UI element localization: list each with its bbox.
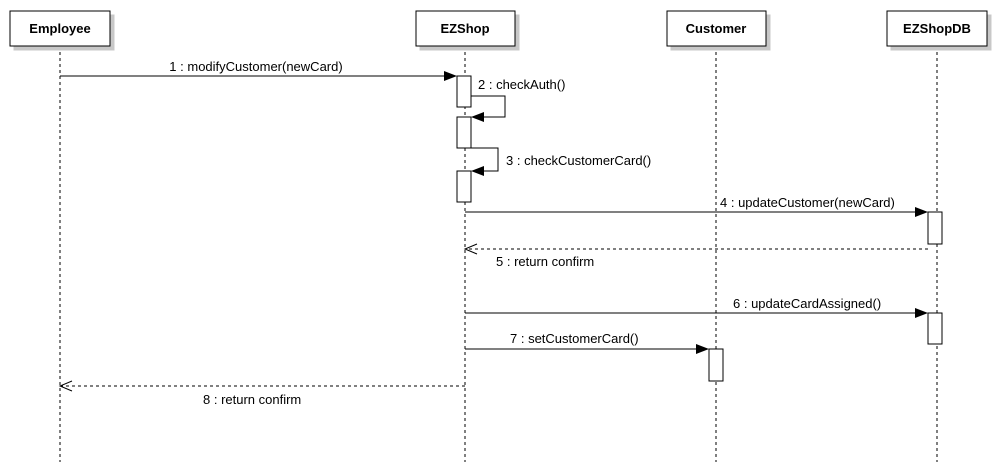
arrowhead-filled (444, 71, 457, 81)
participant-employee[interactable]: Employee (9, 10, 111, 47)
message-4[interactable]: 4 : updateCustomer(newCard) (465, 195, 928, 217)
message-1[interactable]: 1 : modifyCustomer(newCard) (60, 59, 457, 81)
message-5-label: 5 : return confirm (496, 254, 594, 269)
message-7[interactable]: 7 : setCustomerCard() (465, 331, 709, 354)
activation-ezshop-1 (456, 75, 472, 108)
arrowhead-open (463, 243, 478, 255)
message-6-label: 6 : updateCardAssigned() (733, 296, 881, 311)
activation-ezshop-3 (456, 170, 472, 203)
participant-ezshopdb-label: EZShopDB (903, 21, 971, 36)
message-8[interactable]: 8 : return confirm (58, 380, 465, 407)
message-4-label: 4 : updateCustomer(newCard) (720, 195, 895, 210)
activation-ezshopdb-1 (927, 211, 943, 245)
message-3-label: 3 : checkCustomerCard() (506, 153, 651, 168)
participant-customer-label: Customer (686, 21, 747, 36)
participant-ezshopdb[interactable]: EZShopDB (886, 10, 988, 47)
arrowhead-filled (915, 308, 928, 318)
message-2-label: 2 : checkAuth() (478, 77, 565, 92)
message-8-label: 8 : return confirm (203, 392, 301, 407)
arrowhead-filled (915, 207, 928, 217)
message-6[interactable]: 6 : updateCardAssigned() (465, 296, 928, 318)
participant-ezshop[interactable]: EZShop (415, 10, 516, 47)
activations (456, 75, 943, 382)
activation-ezshopdb-2 (927, 312, 943, 345)
message-1-label: 1 : modifyCustomer(newCard) (169, 59, 342, 74)
message-7-label: 7 : setCustomerCard() (510, 331, 639, 346)
message-3[interactable]: 3 : checkCustomerCard() (457, 147, 651, 176)
message-2[interactable]: 2 : checkAuth() (471, 77, 565, 122)
participant-customer[interactable]: Customer (666, 10, 767, 47)
arrowhead-open (58, 380, 73, 392)
arrowhead-filled (696, 344, 709, 354)
participant-ezshop-label: EZShop (440, 21, 489, 36)
message-5[interactable]: 5 : return confirm (463, 243, 928, 269)
arrowhead-filled (471, 112, 484, 122)
participant-employee-label: Employee (29, 21, 90, 36)
activation-ezshop-2 (456, 116, 472, 149)
activation-customer-1 (708, 348, 724, 382)
arrowhead-filled (471, 166, 484, 176)
